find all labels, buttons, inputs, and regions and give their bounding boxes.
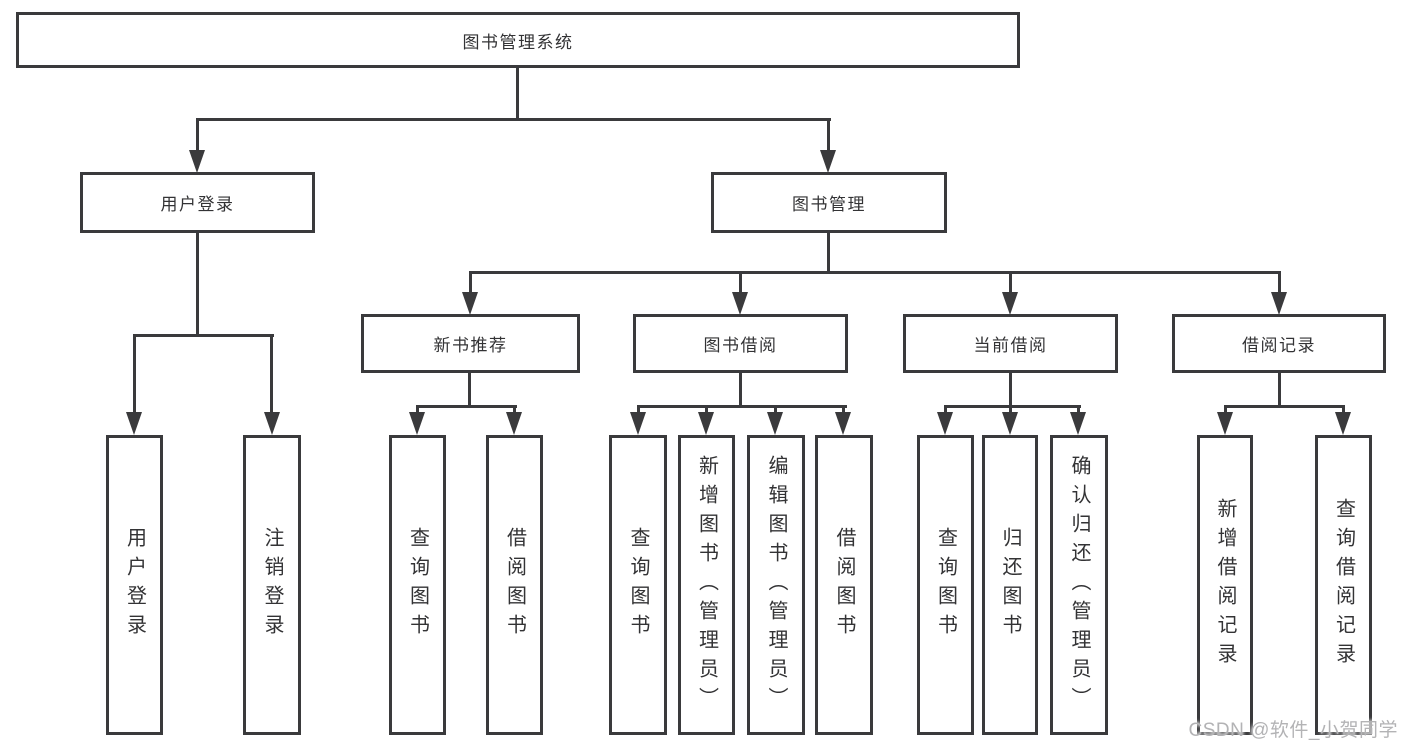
arrowhead-query-books-3 [937,412,953,435]
connector-recommend-bus [416,405,517,408]
connector-borrow-arm-1 [637,405,640,416]
arrowhead-borrow-books-1 [506,412,522,435]
leaf-borrow-books-2: 借阅图书 [815,435,873,735]
leaf-return-books: 归还图书 [982,435,1038,735]
arrowhead-query-books-1 [409,412,425,435]
leaf-query-books-2: 查询图书 [609,435,667,735]
leaf-add-borrow-record-label: 新增借阅记录 [1214,498,1236,672]
node-book-management: 图书管理 [711,172,947,233]
arrowhead-book-management [820,150,836,173]
connector-borrow-stub [739,373,742,408]
node-library-system: 图书管理系统 [16,12,1020,68]
leaf-logout-label: 注销登录 [261,527,283,643]
connector-root-stub [516,68,519,121]
arrowhead-leaf-logout [264,412,280,435]
leaf-query-books-1: 查询图书 [389,435,446,735]
connector-book-mgmt-arm-4 [1278,271,1281,295]
csdn-watermark: CSDN @软件_小贺同学 [1188,720,1398,741]
arrowhead-new-book-recommend [462,292,478,315]
connector-current-bus [944,405,1081,408]
connector-user-login-bus [133,334,274,337]
connector-current-stub [1009,373,1012,408]
leaf-borrow-books-1: 借阅图书 [486,435,543,735]
leaf-query-borrow-record-label: 查询借阅记录 [1332,498,1355,672]
connector-user-login-arm-2 [270,334,273,416]
node-borrow-records-label: 借阅记录 [1242,336,1316,355]
node-borrow-records: 借阅记录 [1172,314,1386,373]
node-user-login-label: 用户登录 [160,195,235,214]
connector-current-arm-2 [1009,405,1012,416]
node-book-borrow: 图书借阅 [633,314,848,373]
arrowhead-query-books-2 [630,412,646,435]
connector-records-bus [1224,405,1345,408]
node-book-borrow-label: 图书借阅 [703,336,778,355]
node-current-borrow-label: 当前借阅 [973,336,1048,355]
connector-root-arm-left [196,118,199,153]
leaf-edit-books-admin-label: 编辑图书（管理员） [765,454,787,716]
leaf-confirm-return-admin-label: 确认归还（管理员） [1068,454,1090,716]
connector-borrow-arm-3 [774,405,777,416]
connector-records-stub [1278,373,1281,408]
arrowhead-add-record [1217,412,1233,435]
connector-recommend-arm-2 [513,405,516,416]
leaf-query-books-3-label: 查询图书 [934,527,957,643]
connector-recommend-arm-1 [416,405,419,416]
connector-records-arm-2 [1342,405,1345,416]
connector-book-mgmt-arm-2 [739,271,742,295]
leaf-logout: 注销登录 [243,435,301,735]
arrowhead-borrow-records [1271,292,1287,315]
connector-book-mgmt-stub [827,233,830,274]
leaf-edit-books-admin: 编辑图书（管理员） [747,435,805,735]
leaf-return-books-label: 归还图书 [999,527,1021,643]
connector-borrow-arm-4 [842,405,845,416]
node-library-system-label: 图书管理系统 [462,32,574,52]
connector-recommend-stub [468,373,471,408]
arrowhead-borrow-books-2 [835,412,851,435]
arrowhead-user-login [189,150,205,173]
arrowhead-return-books [1002,412,1018,435]
leaf-add-books-admin: 新增图书（管理员） [678,435,735,735]
node-user-login: 用户登录 [80,172,315,233]
connector-root-bus [196,118,831,121]
leaf-confirm-return-admin: 确认归还（管理员） [1050,435,1108,735]
connector-book-mgmt-arm-3 [1009,271,1012,295]
arrowhead-edit-books [767,412,783,435]
connector-borrow-bus [637,405,847,408]
connector-book-mgmt-bus [469,271,1281,274]
connector-user-login-arm-1 [133,334,136,416]
connector-current-arm-3 [1077,405,1080,416]
node-new-book-recommend-label: 新书推荐 [433,336,508,355]
leaf-user-login-label: 用户登录 [123,527,146,643]
leaf-borrow-books-2-label: 借阅图书 [833,527,855,643]
leaf-query-books-1-label: 查询图书 [406,527,429,643]
arrowhead-confirm-return [1070,412,1086,435]
leaf-query-borrow-record: 查询借阅记录 [1315,435,1372,735]
connector-borrow-arm-2 [705,405,708,416]
node-book-management-label: 图书管理 [792,195,866,214]
connector-user-login-stub [196,233,199,337]
leaf-add-borrow-record: 新增借阅记录 [1197,435,1253,735]
connector-current-arm-1 [944,405,947,416]
arrowhead-current-borrow [1002,292,1018,315]
leaf-add-books-admin-label: 新增图书（管理员） [695,454,718,716]
node-current-borrow: 当前借阅 [903,314,1118,373]
arrowhead-query-record [1335,412,1351,435]
node-new-book-recommend: 新书推荐 [361,314,580,373]
connector-book-mgmt-arm-1 [469,271,472,295]
leaf-borrow-books-1-label: 借阅图书 [503,527,526,643]
arrowhead-add-books [698,412,714,435]
leaf-query-books-2-label: 查询图书 [627,527,649,643]
arrowhead-leaf-user-login [126,412,142,435]
leaf-query-books-3: 查询图书 [917,435,974,735]
arrowhead-book-borrow [732,292,748,315]
connector-records-arm-1 [1224,405,1227,416]
connector-root-arm-right [827,118,830,153]
leaf-user-login: 用户登录 [106,435,163,735]
